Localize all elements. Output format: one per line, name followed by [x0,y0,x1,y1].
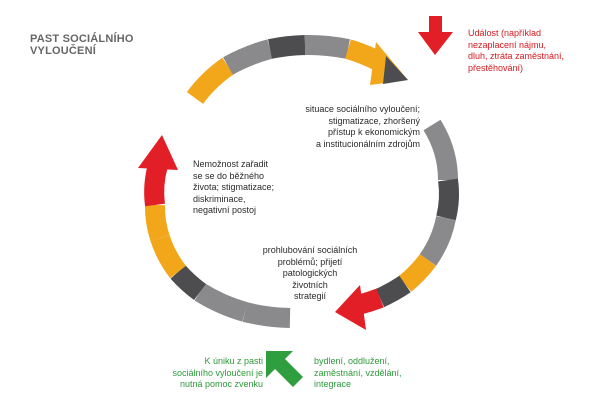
right-arc-seg [436,178,459,221]
title-line: PAST SOCIÁLNÍHO [30,33,134,45]
text-line: strategií [293,291,326,301]
right-arc-seg [419,215,456,266]
page-title: PAST SOCIÁLNÍHO VYLOUČENÍ [30,33,134,57]
text-line: situace sociálního vyloučení; [305,104,420,114]
event-text: Událost (například nezaplacení nájmu, dl… [468,28,593,74]
left-arrowhead [138,135,178,170]
prohlubovani-text: prohlubování sociálních problémů; přijet… [240,245,380,303]
top-arc [186,34,385,105]
left-arc-seg [170,265,207,301]
right-arrowhead [335,285,366,330]
text-line: patologických [282,268,338,278]
text-line: dluh, ztráta zaměstnání, [468,51,565,61]
down-arrow-icon [418,16,453,55]
right-arc-seg [423,119,459,181]
left-arc-seg [194,283,248,322]
top-arc-seg [186,57,234,105]
text-line: se se do běžného [193,170,265,181]
text-line: sociálního vyloučení je [172,367,263,378]
text-line: negativní postoj [193,205,257,215]
top-arrowhead-tip [383,56,408,84]
text-line: integrace [314,379,352,389]
up-left-arrow-icon [266,351,303,387]
text-line: zaměstnání, vzdělání, [314,367,402,378]
text-line: Nemožnost zařadit [193,159,269,169]
text-line: životních [292,279,328,290]
text-line: K úniku z pasti [204,356,263,366]
top-arc-seg [223,39,273,75]
escape-text: K úniku z pasti sociálního vyloučení je … [118,356,263,391]
text-line: stigmatizace, zhoršený [328,115,420,126]
text-line: bydlení, oddlužení, [314,356,390,366]
left-arc-seg [144,162,168,207]
text-line: přestěhování) [468,62,524,73]
text-line: Událost (například [468,28,542,38]
top-arc-seg [267,35,306,59]
text-line: nezaplacení nájmu, [468,39,547,50]
situace-text: situace sociálního vyloučení; stigmatiza… [255,104,420,150]
right-arc-seg [375,275,411,308]
nemoznost-text: Nemožnost zařadit se se do běžného život… [193,159,313,217]
left-arc-seg [145,204,170,242]
text-line: diskriminace, [193,193,246,204]
right-arc-seg [398,253,437,292]
left-arc-seg [242,302,291,328]
text-line: přístup k ekonomickým [327,127,420,137]
top-arc-seg [304,34,350,59]
text-line: problémů; přijetí [277,256,343,267]
help-text: bydlení, oddlužení, zaměstnání, vzdělání… [314,356,444,391]
text-line: nutná pomoc zvenku [179,379,263,389]
text-line: života; stigmatizace; [193,182,275,192]
text-line: a institucionálním zdrojům [315,138,420,149]
text-line: prohlubování sociálních [262,245,358,255]
title-line: VYLOUČENÍ [30,45,96,57]
left-arc-seg [150,234,187,279]
